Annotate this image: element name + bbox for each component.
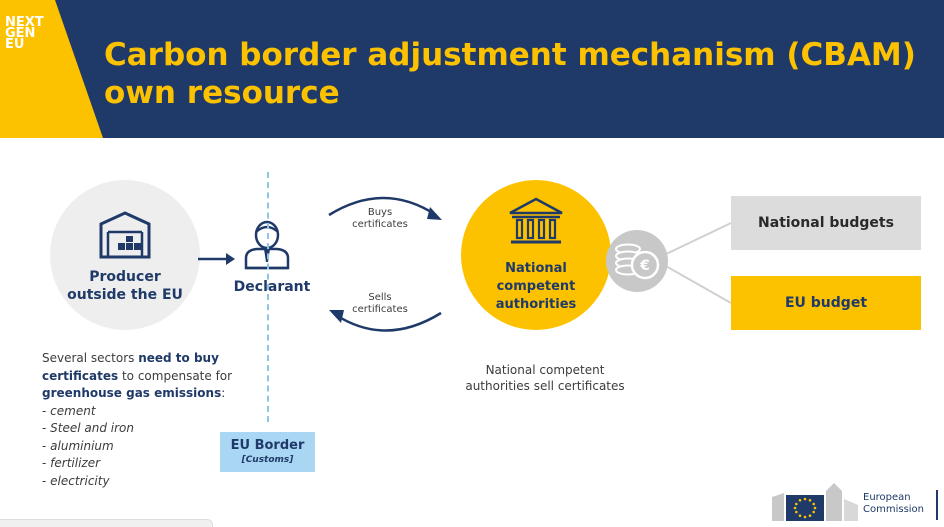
sector-list: cement Steel and iron aluminium fertiliz… (42, 403, 262, 491)
european-commission-logo (772, 483, 858, 521)
sector-item: electricity (42, 473, 262, 491)
authorities-caption: National competent authorities sell cert… (465, 363, 625, 393)
declarant-label: Declarant (233, 279, 311, 295)
window-bottom-tab (0, 519, 213, 527)
sector-item: fertilizer (42, 455, 262, 473)
warehouse-icon (99, 211, 151, 259)
eu-budget-label: EU budget (784, 295, 868, 311)
producer-circle (50, 180, 200, 330)
sector-item: aluminium (42, 438, 262, 456)
nextgeneu-logo-triangle (0, 0, 103, 138)
nextgeneu-logo: NEXT GEN EU (5, 15, 44, 52)
sectors-description: Several sectors need to buy certificates… (42, 350, 262, 490)
sector-item: cement (42, 403, 262, 421)
national-budgets-box: National budgets (731, 196, 921, 250)
logo-divider (936, 490, 938, 520)
sells-arrow-icon (329, 310, 442, 332)
svg-text:€: € (639, 258, 650, 274)
buys-certificates-label: Buys certificates (352, 207, 408, 230)
page-title: Carbon border adjustment mechanism (CBAM… (104, 37, 916, 111)
european-commission-label: European Commission (863, 492, 925, 515)
sector-item: Steel and iron (42, 420, 262, 438)
euro-coins-icon: € (615, 243, 660, 280)
authorities-label: National competent authorities (495, 261, 577, 312)
eu-border-line (267, 172, 269, 422)
arrow-right-icon (198, 253, 235, 265)
producer-label: Producer outside the EU (67, 269, 183, 303)
header-banner: NEXT GEN EU Carbon border adjustment mec… (0, 0, 944, 138)
buys-arrow-icon (328, 196, 442, 220)
national-budgets-label: National budgets (758, 215, 894, 231)
eu-budget-box: EU budget (731, 276, 921, 330)
sells-certificates-label: Sells certificates (352, 292, 408, 315)
authorities-circle (461, 180, 611, 330)
institution-icon (509, 197, 563, 244)
budget-connector-lines (663, 222, 732, 304)
